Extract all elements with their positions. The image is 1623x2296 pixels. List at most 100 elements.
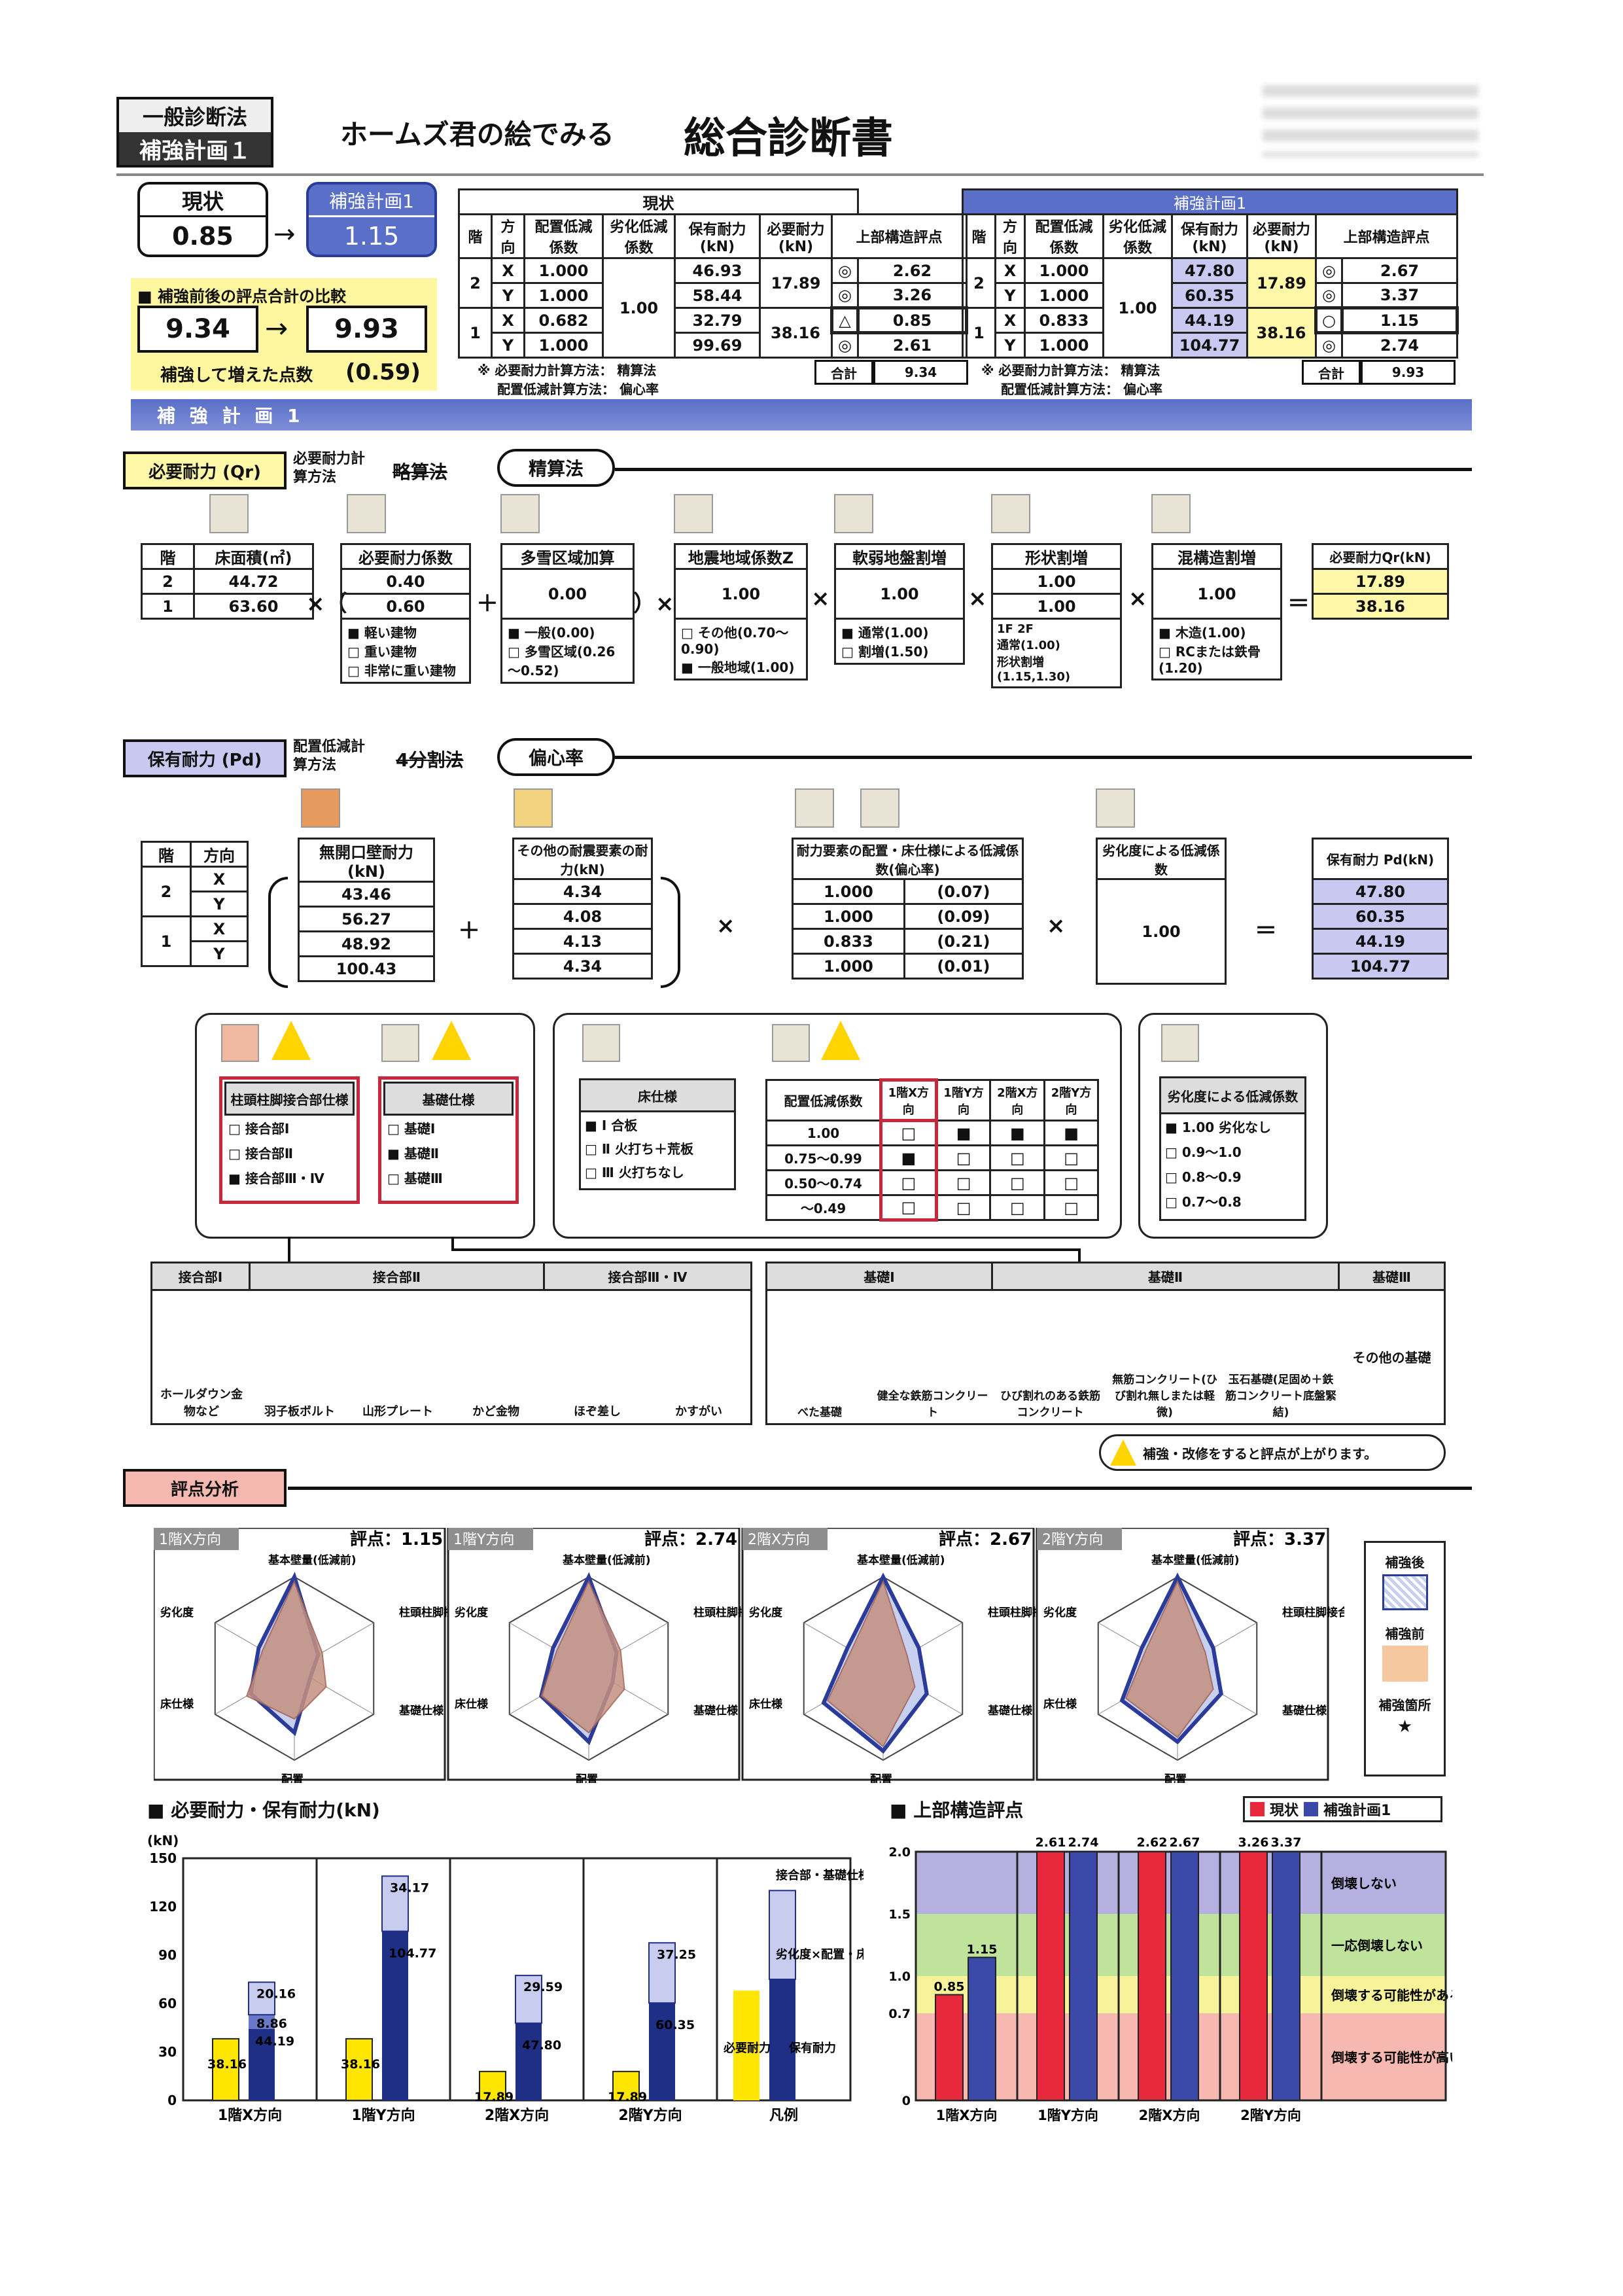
pd-method-opt2: 偏心率 (497, 738, 615, 776)
blurred-info (1263, 85, 1478, 157)
op-times: × (968, 586, 987, 612)
th-qr: 必要耐力(kN) (759, 213, 833, 259)
radar-axis-label: 基礎仕様 (1282, 1704, 1327, 1718)
bar-label: 20.16 (256, 1987, 296, 2001)
note: ※ 必要耐力計算方法： 精算法 (981, 362, 1161, 378)
compare-panel: ■ 補強前後の評点合計の比較 9.34 → 9.93 補強して増えた点数 (0.… (131, 278, 437, 391)
cell: □ (935, 1169, 992, 1196)
opt: ■ 一般地域(1.00) (681, 660, 795, 675)
cell: 1.00 (1096, 878, 1227, 985)
cell: X (190, 915, 249, 942)
cell: 99.69 (674, 332, 761, 359)
radar-tab (742, 1528, 828, 1550)
bar-joint (515, 1975, 542, 2024)
req-method-label: 必要耐力計算方法 (293, 451, 366, 486)
cell: 1.15 (1340, 306, 1459, 334)
bracket-left (268, 877, 288, 988)
current-score-box: 現状 0.85 (137, 182, 268, 257)
cell: ■ (879, 1144, 938, 1171)
house-icon (795, 788, 834, 828)
cell: □ (989, 1194, 1046, 1221)
bar-plan (1069, 1851, 1098, 2101)
radar-axis-label: 基礎仕様 (987, 1704, 1033, 1718)
legend-label: 保有耐力 (788, 2041, 836, 2055)
score-bar-chart: 倒壊しない一応倒壊しない倒壊する可能性がある倒壊する可能性が高い2.01.51.… (888, 1835, 1452, 2123)
cell: X (994, 257, 1026, 284)
connector (288, 1237, 290, 1263)
analysis-section-label: 評点分析 (123, 1469, 287, 1507)
chart2-title: ■ 上部構造評点 (890, 1799, 1024, 1821)
radar-axis-label: 柱頭柱脚接合部 (1282, 1606, 1344, 1619)
plan-bar: 補 強 計 画 1 (131, 399, 1472, 431)
pd-reduction: 耐力要素の配置・床仕様による低減係数(偏心率) 1.000(0.07) 1.00… (792, 838, 1024, 980)
cell: ◎ (1315, 282, 1343, 309)
bar-holding (515, 2023, 542, 2100)
bar-required (479, 2070, 506, 2102)
cell: 104.77 (1312, 953, 1449, 980)
radar-before (826, 1580, 916, 1748)
cell: 1.000 (1024, 282, 1104, 309)
cell: 0.833 (792, 928, 905, 955)
joint-icon (221, 1024, 259, 1062)
legend-item: 健全な鉄筋コンクリート (877, 1390, 988, 1419)
x-tick: 2階X方向 (1139, 2108, 1200, 2123)
radar-tab (448, 1528, 533, 1550)
th: 方向 (190, 841, 249, 868)
legend-swatch-current (1250, 1802, 1265, 1816)
house-icon (209, 494, 249, 533)
bar-label: 38.16 (207, 2057, 247, 2072)
cell: 4.13 (512, 928, 653, 955)
bar-label: 37.25 (657, 1947, 696, 1962)
plan-value: 1.15 (343, 222, 400, 251)
cell: 1.00 (674, 568, 808, 620)
legend-after: 補強後 (1385, 1554, 1425, 1570)
th: 保有耐力 Pd(kN) (1312, 838, 1449, 880)
cell: 0.60 (340, 593, 471, 620)
bar-label: 47.80 (522, 2038, 561, 2053)
th: 形状割増 (991, 543, 1122, 570)
cell: 1.000 (792, 878, 905, 905)
spec-panel-degradation (1138, 1013, 1328, 1239)
house-icon (347, 494, 386, 533)
cell: 46.93 (674, 257, 761, 284)
th: 無開口壁耐力(kN) (298, 838, 435, 883)
opt: □ 重い建物 (347, 644, 417, 660)
joint-spec-title: 柱頭柱脚接合部仕様 (224, 1082, 355, 1116)
bar-label: 34.17 (390, 1881, 429, 1895)
radar-charts: 1階X方向評点：1.15基本壁量(低減前)柱頭柱脚接合部基礎仕様配置床仕様劣化度… (154, 1528, 1344, 1783)
cell: X (994, 307, 1026, 334)
bar-label: 2.62 (1137, 1835, 1168, 1850)
th-dir: 方向 (491, 213, 525, 259)
zone-label: 倒壊する可能性がある (1331, 1988, 1452, 2004)
total-label: 合計 (814, 360, 873, 385)
req-section-label: 必要耐力 (Qr) (123, 451, 287, 489)
house-icon (772, 1024, 810, 1062)
total-value: 9.34 (873, 360, 968, 385)
cell: □ (935, 1144, 992, 1171)
cell: 1.000 (792, 903, 905, 930)
cell: □ (989, 1169, 1046, 1196)
th: その他の耐震要素の耐力(kN) (512, 838, 653, 880)
cell: 2 (962, 257, 996, 309)
legend-before-swatch (1382, 1646, 1428, 1682)
increase-label: 補強して増えた点数 (160, 366, 313, 385)
cell: ～0.49 (765, 1194, 882, 1221)
legend-current: 現状 (1270, 1803, 1299, 1819)
red-sub: (偏心率) (888, 861, 940, 877)
zone-label: 一応倒壊しない (1331, 1938, 1423, 1954)
legend-label: 劣化度×配置・床仕様による耐力低減量 (776, 1947, 864, 1962)
bar-label: 2.67 (1170, 1835, 1200, 1850)
th: 階 (141, 543, 195, 570)
x-tick: 1階Y方向 (351, 2107, 415, 2124)
cell: ■ (989, 1120, 1046, 1146)
bar-holding (649, 2003, 675, 2100)
cell: □ (935, 1194, 992, 1221)
subtitle: ホームズ君の絵でみる (340, 118, 614, 150)
bar-required (612, 2070, 640, 2102)
th-place: 配置低減係数 (523, 213, 604, 259)
bar-label: 38.16 (341, 2057, 380, 2072)
legend-item: 羽子板ボルト (264, 1405, 335, 1419)
ground-icon (834, 494, 873, 533)
radar-axis-label: 基本壁量(低減前) (856, 1553, 945, 1567)
